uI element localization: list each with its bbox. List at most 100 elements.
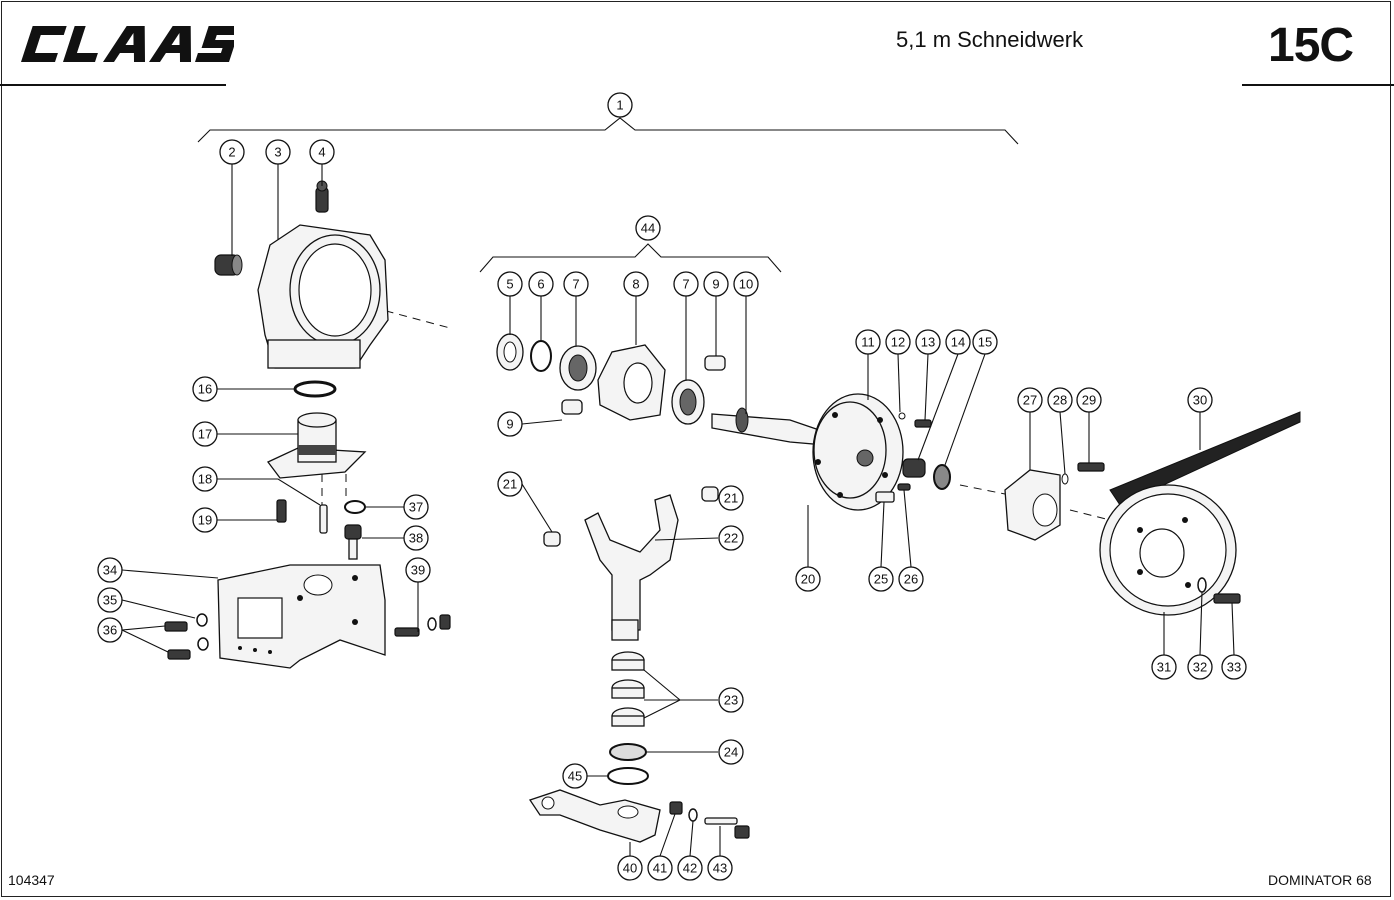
callout-22: 22	[718, 525, 744, 551]
part-38-bolt	[344, 524, 362, 560]
part-21-bushing-left	[543, 531, 561, 547]
part-28-washer	[1061, 473, 1069, 485]
part-42-washer	[688, 808, 698, 822]
part-25-stud	[875, 491, 895, 503]
svg-text:42: 42	[683, 861, 697, 876]
part-7-bearing-right	[671, 379, 705, 425]
part-37-washer	[344, 500, 366, 514]
callout-43: 43	[707, 855, 733, 881]
svg-text:2: 2	[228, 145, 235, 160]
svg-text:12: 12	[891, 335, 905, 350]
svg-text:25: 25	[874, 572, 888, 587]
svg-text:8: 8	[632, 277, 639, 292]
callout-16: 16	[192, 376, 218, 402]
callout-29: 29	[1076, 387, 1102, 413]
svg-text:14: 14	[951, 335, 965, 350]
callout-26: 26	[898, 566, 924, 592]
part-2-bushing	[214, 254, 243, 276]
svg-text:33: 33	[1227, 660, 1241, 675]
callout-32: 32	[1187, 654, 1213, 680]
part-7-bearing-left	[559, 345, 597, 391]
callout-36: 36	[97, 617, 123, 643]
svg-text:38: 38	[409, 531, 423, 546]
part-10-shaft	[711, 407, 826, 446]
svg-text:13: 13	[921, 335, 935, 350]
brace-assembly-44	[479, 243, 782, 273]
svg-text:34: 34	[103, 563, 117, 578]
callout-3: 3	[265, 139, 291, 165]
part-12-washer	[898, 412, 906, 420]
callout-37: 37	[403, 494, 429, 520]
header-rule-left	[0, 84, 226, 86]
svg-text:11: 11	[861, 335, 875, 350]
part-14-needle-bearing	[902, 458, 926, 478]
callout-9-upper: 9	[703, 271, 729, 297]
part-33-screw	[1213, 593, 1241, 604]
svg-text:26: 26	[904, 572, 918, 587]
part-19-screw	[276, 499, 287, 523]
part-17-flange-tube	[266, 412, 367, 479]
svg-text:32: 32	[1193, 660, 1207, 675]
part-8-bearing-housing	[597, 344, 666, 421]
svg-text:10: 10	[739, 277, 753, 292]
svg-text:45: 45	[568, 769, 582, 784]
callout-21-left: 21	[497, 471, 523, 497]
svg-text:20: 20	[801, 572, 815, 587]
svg-text:18: 18	[198, 472, 212, 487]
callout-40: 40	[617, 855, 643, 881]
svg-text:27: 27	[1023, 393, 1037, 408]
svg-text:1: 1	[616, 98, 623, 113]
svg-text:30: 30	[1193, 393, 1207, 408]
svg-text:22: 22	[724, 531, 738, 546]
svg-text:37: 37	[409, 500, 423, 515]
callout-27: 27	[1017, 387, 1043, 413]
callout-45: 45	[562, 763, 588, 789]
part-22-fork-shaft	[584, 494, 679, 641]
svg-text:39: 39	[411, 563, 425, 578]
callout-4: 4	[309, 139, 335, 165]
callout-28: 28	[1047, 387, 1073, 413]
part-16-o-ring	[293, 380, 337, 398]
callout-10: 10	[733, 271, 759, 297]
svg-text:17: 17	[198, 427, 212, 442]
part-3-housing	[257, 224, 389, 369]
svg-text:5: 5	[506, 277, 513, 292]
svg-text:31: 31	[1157, 660, 1171, 675]
part-21-bushing-right	[701, 486, 719, 502]
part-4-grease-nipple	[315, 180, 329, 213]
part-23-needle-bearings	[611, 651, 645, 727]
callout-34: 34	[97, 557, 123, 583]
callout-21-right: 21	[718, 485, 744, 511]
svg-text:40: 40	[623, 861, 637, 876]
svg-text:21: 21	[724, 491, 738, 506]
part-41-nut	[669, 801, 683, 815]
callout-7-left: 7	[563, 271, 589, 297]
page-code: 15C	[1268, 19, 1354, 72]
callout-38: 38	[403, 525, 429, 551]
claas-logo	[21, 26, 234, 62]
part-27-hub	[1004, 469, 1061, 541]
part-39-screw-set	[394, 614, 451, 637]
callout-33: 33	[1221, 654, 1247, 680]
part-15-seal-ring	[933, 464, 951, 490]
callout-39: 39	[405, 557, 431, 583]
header-rule-right	[1242, 84, 1394, 86]
part-9-pin-upper	[704, 355, 726, 371]
callout-30: 30	[1187, 387, 1213, 413]
part-43-bolt	[704, 817, 750, 839]
machine-model: DOMINATOR 68	[1268, 872, 1372, 888]
document-number: 104347	[8, 872, 55, 888]
callout-25: 25	[868, 566, 894, 592]
svg-text:41: 41	[653, 861, 667, 876]
svg-text:21: 21	[503, 477, 517, 492]
callout-9-lower: 9	[497, 411, 523, 437]
callout-13: 13	[915, 329, 941, 355]
part-34-bracket	[217, 564, 386, 669]
callout-7-right: 7	[673, 271, 699, 297]
svg-text:4: 4	[318, 145, 325, 160]
callout-15: 15	[972, 329, 998, 355]
part-29-screw	[1077, 462, 1105, 472]
svg-text:6: 6	[537, 277, 544, 292]
